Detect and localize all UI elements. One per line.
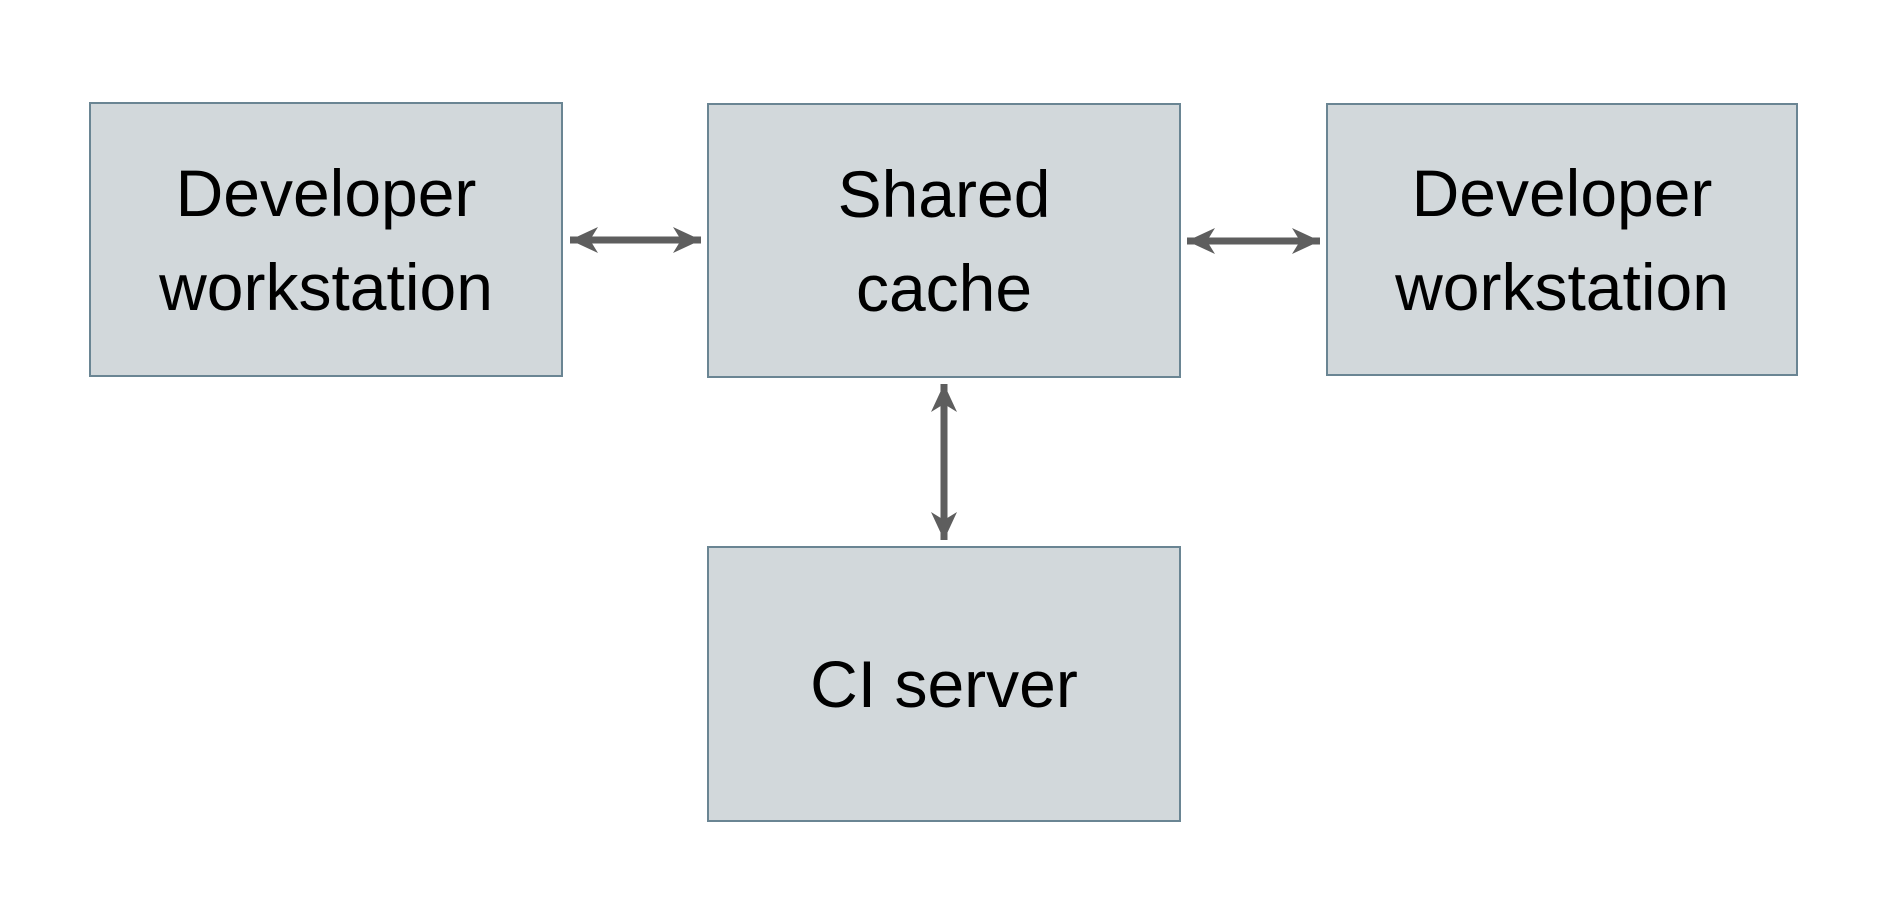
- node-label-line: workstation: [1395, 249, 1729, 324]
- node-label-line: Developer: [175, 155, 477, 230]
- node-label-line: workstation: [159, 249, 493, 324]
- node-label-line: cache: [855, 250, 1033, 325]
- node-label-line: Developer: [1411, 155, 1713, 230]
- node-shared-cache: Shared cache: [707, 103, 1181, 378]
- node-label-line: CI server: [810, 647, 1078, 721]
- node-developer-workstation-left: Developer workstation: [89, 102, 563, 377]
- node-ci-server: CI server: [707, 546, 1181, 822]
- node-label-line: Shared: [837, 156, 1051, 231]
- node-developer-workstation-right: Developer workstation: [1326, 103, 1798, 376]
